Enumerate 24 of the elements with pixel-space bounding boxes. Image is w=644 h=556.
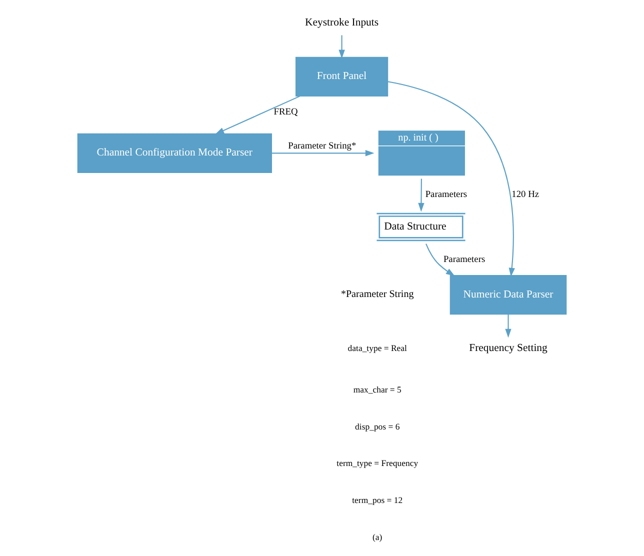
- label: (a): [372, 532, 382, 542]
- arrow: [388, 81, 515, 277]
- arrow: [426, 244, 455, 276]
- node-text: Frequency Setting: [469, 342, 548, 354]
- edge-label: 120 Hz: [512, 190, 540, 200]
- arrow: [272, 150, 374, 156]
- edge-label: Parameters: [425, 190, 467, 200]
- edge-label: Parameters: [443, 255, 486, 266]
- node-box: Numeric Data Parser: [450, 274, 567, 315]
- edge-label: FREQ: [274, 107, 298, 118]
- label: disp_pos = 6: [355, 421, 400, 432]
- arrow: [338, 35, 345, 59]
- node-box: Channel Configuration Mode Parser: [77, 133, 272, 173]
- arrow: [505, 314, 512, 338]
- label: max_char = 5: [353, 384, 402, 394]
- edge-label: Parameter String*: [288, 142, 356, 152]
- label: term_type = Frequency: [336, 458, 418, 468]
- arrow: [215, 96, 300, 134]
- node-text: Keystroke Inputs: [305, 16, 379, 28]
- label: *Parameter String: [340, 289, 414, 300]
- label: term_pos = 12: [352, 495, 403, 506]
- arrow: [418, 178, 424, 212]
- node-box: Front Panel: [296, 56, 388, 96]
- label: data_type = Real: [348, 342, 407, 353]
